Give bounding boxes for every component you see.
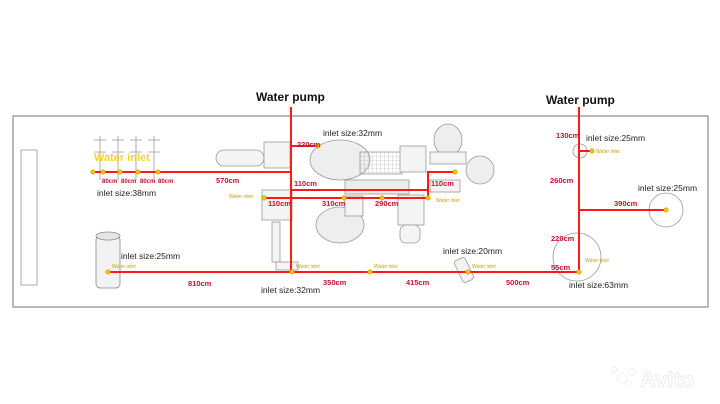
dimension-label: 415cm — [406, 278, 430, 287]
dimension-label: 290cm — [375, 199, 399, 208]
avito-logo-icon — [610, 366, 636, 388]
inlet-dots — [90, 143, 669, 275]
avito-watermark: Avito — [610, 366, 694, 392]
boundary-block — [20, 149, 38, 286]
water-inlet-tag: Water inlet — [229, 194, 253, 200]
site-boundary — [12, 115, 709, 308]
dimension-label: 570cm — [216, 176, 240, 185]
water-inlet-label-large: Water inlet — [94, 152, 150, 164]
dimension-label: 810cm — [188, 279, 212, 288]
water-inlet-tag: Water inlet — [596, 149, 620, 155]
water-inlet-tag: Water inlet — [585, 258, 609, 264]
dimension-label: 310cm — [322, 199, 346, 208]
dimension-label: 55cm — [551, 263, 571, 272]
dimension-label: 80cm — [121, 179, 136, 185]
watermark-text: Avito — [640, 367, 694, 392]
water-inlet-tag: Water inlet — [112, 264, 136, 270]
dimension-label: 80cm — [102, 179, 117, 185]
water-pump-label-right: Water pump — [546, 93, 615, 107]
dimension-label: 110cm — [431, 179, 454, 188]
inlet-size-label: inlet size:25mm — [121, 251, 180, 261]
dimension-label: 130cm — [556, 131, 580, 140]
dimension-label: 110cm — [294, 179, 317, 188]
dimension-label: 390cm — [614, 199, 638, 208]
dimension-label: 80cm — [158, 179, 173, 185]
water-drum — [95, 231, 121, 289]
inlet-size-label: inlet size:32mm — [323, 128, 382, 138]
pipe-network — [92, 107, 667, 273]
dimension-label: 110cm — [268, 199, 291, 208]
dimension-label: 220cm — [297, 140, 321, 149]
inlet-size-label: inlet size:20mm — [443, 246, 502, 256]
sprinkler-rack — [94, 136, 160, 180]
water-pump-label-left: Water pump — [256, 90, 325, 104]
inlet-size-label: inlet size:25mm — [638, 183, 697, 193]
playground-structure — [215, 123, 495, 271]
water-inlet-tag: Water inlet — [436, 198, 460, 204]
water-inlet-tag: Water inlet — [296, 264, 320, 270]
dimension-label: 500cm — [506, 278, 530, 287]
dimension-label: 260cm — [550, 176, 574, 185]
dimension-label: 80cm — [140, 179, 155, 185]
inlet-size-label: inlet size:38mm — [97, 188, 156, 198]
water-inlet-tag: Water inlet — [374, 264, 398, 270]
inlet-size-label: inlet size:25mm — [586, 133, 645, 143]
inlet-size-label: inlet size:63mm — [569, 280, 628, 290]
water-inlet-tag: Water inlet — [472, 264, 496, 270]
dimension-label: 220cm — [551, 234, 575, 243]
dimension-label: 350cm — [323, 278, 347, 287]
inlet-size-label: inlet size:32mm — [261, 285, 320, 295]
